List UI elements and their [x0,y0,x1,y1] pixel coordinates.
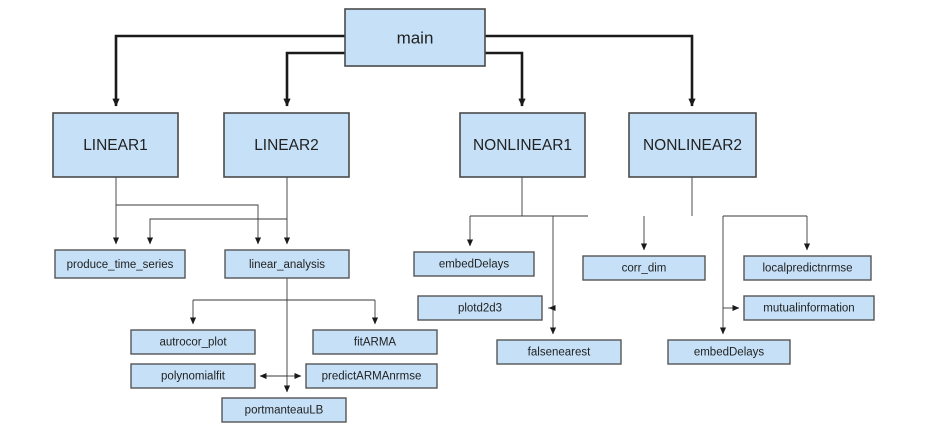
edge-main-to-linear1 [112,34,345,107]
node-polynomialfit-label: polynomialfit [161,371,226,383]
edge-group-linear-analysis [189,278,379,393]
node-nonlinear1-rect[interactable] [459,112,586,178]
edge-main-to-nonlinear1 [485,51,526,107]
edge-linear2-to-produce-time-series [146,218,287,245]
node-group: main LINEAR1 LINEAR2 NONLINEAR1 NONLINEA… [52,8,875,423]
node-linear1-rect[interactable] [52,112,179,178]
node-linear-analysis[interactable]: linear_analysis [224,249,350,279]
node-polynomialfit[interactable]: polynomialfit [130,363,256,389]
node-portmanteaulb[interactable]: portmanteauLB [221,397,347,423]
node-linear2[interactable]: LINEAR2 [223,112,350,178]
node-fitarma-label: fitARMA [354,337,397,349]
node-mutualinformation-rect[interactable] [743,295,875,321]
node-falsenearest-rect[interactable] [496,339,622,365]
node-plotd2d3-rect[interactable] [417,295,543,321]
node-produce-time-series-rect[interactable] [54,249,186,279]
node-main-label: main [397,28,434,47]
node-embeddelays-b-label: embedDelays [694,347,765,359]
node-mutualinformation-label: mutualinformation [763,303,854,315]
edge-main-to-nonlinear2 [485,34,696,107]
edge-linear1-to-linear-analysis [116,204,262,245]
node-embeddelays-a[interactable]: embedDelays [413,251,535,277]
node-nonlinear2-label: NONLINEAR2 [643,137,742,154]
node-corr-dim-rect[interactable] [582,255,706,281]
node-nonlinear2-rect[interactable] [628,112,757,178]
edge-group-nonlinear2 [691,177,811,335]
node-linear1[interactable]: LINEAR1 [52,112,179,178]
node-linear2-rect[interactable] [223,112,350,178]
node-nonlinear2[interactable]: NONLINEAR2 [628,112,757,178]
node-linear-analysis-label: linear_analysis [249,259,325,271]
node-predictarmanrmse-label: predictARMAnrmse [322,371,422,383]
node-embeddelays-a-rect[interactable] [413,251,535,277]
node-polynomialfit-rect[interactable] [130,363,256,389]
node-mutualinformation[interactable]: mutualinformation [743,295,875,321]
node-main-rect[interactable] [344,8,486,67]
node-predictarmanrmse-rect[interactable] [305,363,438,389]
edge-group-nonlinear1 [466,177,648,335]
node-localpredictnrmse-label: localpredictnrmse [762,263,852,275]
node-produce-time-series-label: produce_time_series [67,259,174,271]
node-fitarma[interactable]: fitARMA [312,329,438,355]
node-falsenearest-label: falsenearest [528,347,591,359]
node-linear1-label: LINEAR1 [83,137,148,154]
node-main[interactable]: main [344,8,486,67]
node-corr-dim-label: corr_dim [622,263,667,275]
node-autrocor-plot-label: autrocor_plot [159,337,227,349]
edge-group-main [112,34,696,107]
node-embeddelays-b[interactable]: embedDelays [667,339,791,365]
node-produce-time-series[interactable]: produce_time_series [54,249,186,279]
node-nonlinear1[interactable]: NONLINEAR1 [459,112,586,178]
node-plotd2d3[interactable]: plotd2d3 [417,295,543,321]
node-linear2-label: LINEAR2 [254,137,319,154]
node-predictarmanrmse[interactable]: predictARMAnrmse [305,363,438,389]
node-linear-analysis-rect[interactable] [224,249,350,279]
node-embeddelays-a-label: embedDelays [439,259,510,271]
node-plotd2d3-label: plotd2d3 [458,303,502,315]
node-localpredictnrmse-rect[interactable] [743,255,872,281]
node-portmanteaulb-label: portmanteauLB [245,405,324,417]
node-nonlinear1-label: NONLINEAR1 [473,137,572,154]
node-autrocor-plot-rect[interactable] [130,329,256,355]
edge-main-to-linear2 [283,51,345,107]
node-fitarma-rect[interactable] [312,329,438,355]
node-corr-dim[interactable]: corr_dim [582,255,706,281]
node-localpredictnrmse[interactable]: localpredictnrmse [743,255,872,281]
node-autrocor-plot[interactable]: autrocor_plot [130,329,256,355]
node-embeddelays-b-rect[interactable] [667,339,791,365]
node-portmanteaulb-rect[interactable] [221,397,347,423]
edge-group-linear [112,177,291,245]
node-falsenearest[interactable]: falsenearest [496,339,622,365]
